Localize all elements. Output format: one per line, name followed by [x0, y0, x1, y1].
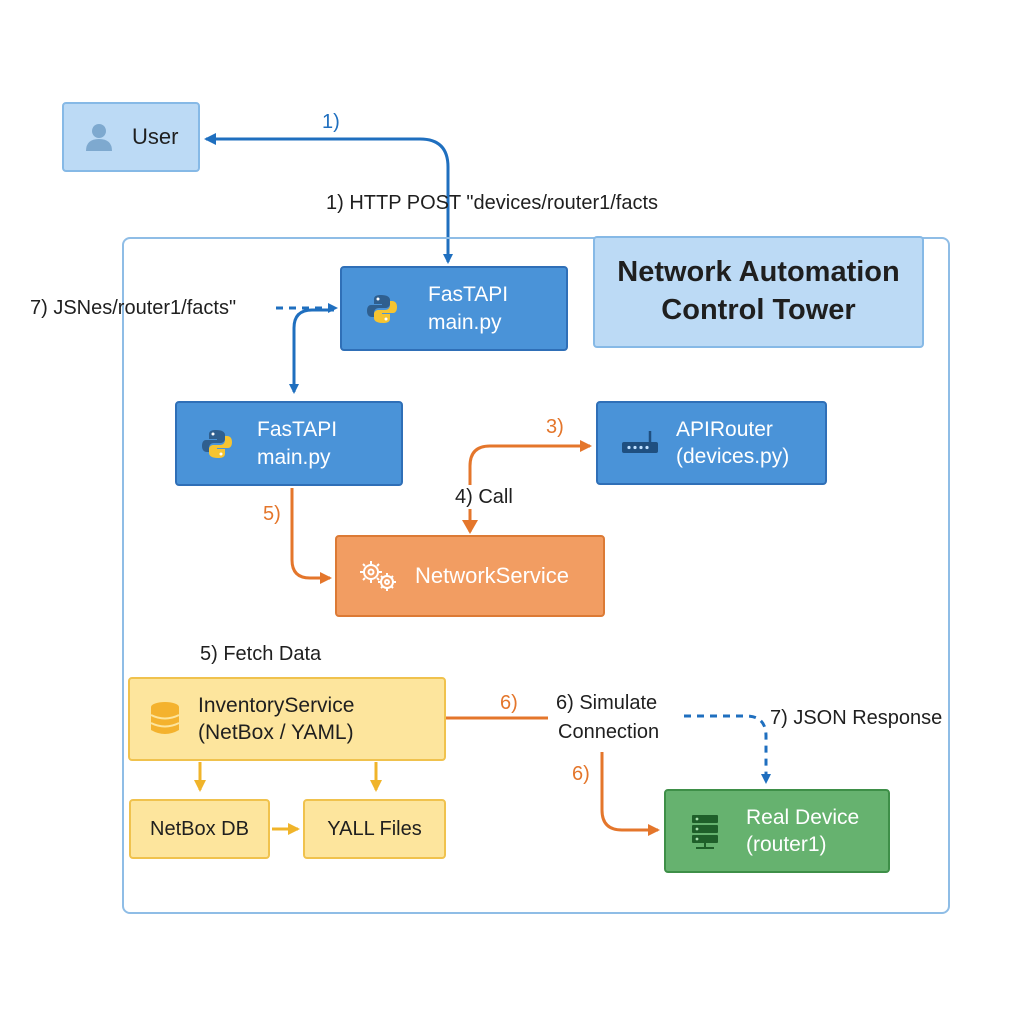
- step4-call-label: 4) Call: [455, 485, 513, 509]
- step6-number-label-b: 6): [572, 763, 590, 785]
- step7-json-response-label: 7) JSON Response: [770, 707, 943, 729]
- arrowhead-user: [204, 133, 216, 145]
- real-device-line1: Real Device: [746, 805, 860, 829]
- database-icon: [148, 700, 182, 738]
- title-line1: Network Automation: [617, 256, 900, 289]
- step3-label: 3): [546, 416, 564, 438]
- netbox-db-node[interactable]: NetBox DB: [129, 799, 270, 859]
- fastapi-mid-line1: FasTAPI: [257, 418, 338, 442]
- control-tower-frame: [122, 237, 950, 914]
- user-icon: [84, 120, 114, 154]
- title-box: Network Automation Control Tower: [593, 236, 924, 348]
- fastapi-top-line2: main.py: [428, 310, 502, 334]
- router-icon: [620, 428, 660, 458]
- arrow-json-response-dashed: [684, 714, 771, 784]
- server-icon: [688, 812, 722, 850]
- arrow-fastapi-top-mid: [289, 308, 334, 394]
- yall-files-node[interactable]: YALL Files: [303, 799, 446, 859]
- netbox-db-label: NetBox DB: [150, 817, 249, 840]
- step1-http-post-label: 1) HTTP POST "devices/router1/facts: [326, 192, 659, 214]
- arrowhead-networkservice-top: [462, 520, 478, 534]
- apirouter-node[interactable]: APIRouter (devices.py): [596, 401, 827, 485]
- step6-connection-label: Connection: [558, 721, 660, 743]
- fastapi-mid-line2: main.py: [257, 445, 331, 469]
- step7-json-left-label: 7) JSNes/router1/facts": [30, 297, 237, 319]
- inventory-line2: (NetBox / YAML): [198, 721, 354, 744]
- step6-number-label: 6): [500, 692, 518, 714]
- user-node[interactable]: User: [62, 102, 200, 172]
- networkservice-node[interactable]: NetworkService: [335, 535, 605, 617]
- apirouter-line2: (devices.py): [676, 445, 790, 468]
- python-icon: [201, 428, 233, 460]
- user-label: User: [132, 124, 179, 149]
- arrow-to-apirouter: [468, 440, 592, 532]
- real-device-line2: (router1): [746, 833, 827, 856]
- arrow-user-fastapi: [206, 137, 453, 264]
- arrow-simulate-device: [600, 752, 660, 836]
- networkservice-label: NetworkService: [415, 563, 570, 588]
- inventory-node[interactable]: InventoryService (NetBox / YAML): [128, 677, 446, 761]
- apirouter-line1: APIRouter: [676, 417, 773, 441]
- gears-icon: [357, 558, 399, 594]
- inventory-line1: InventoryService: [198, 693, 355, 717]
- step1-number-label: 1): [322, 111, 340, 133]
- fastapi-mid-node[interactable]: FasTAPI main.py: [175, 401, 403, 486]
- arrow-fastapi-networkservice: [290, 488, 332, 584]
- step6-simulate-label: 6) Simulate: [556, 692, 658, 714]
- real-device-node[interactable]: Real Device (router1): [664, 789, 890, 873]
- step5-number-label: 5): [263, 503, 281, 525]
- yall-files-label: YALL Files: [327, 817, 422, 840]
- title-line2: Control Tower: [661, 294, 856, 326]
- fastapi-top-node[interactable]: FasTAPI main.py: [340, 266, 568, 351]
- python-icon: [366, 293, 398, 325]
- fastapi-top-line1: FasTAPI: [428, 283, 509, 307]
- step5-fetch-data-label: 5) Fetch Data: [200, 643, 322, 665]
